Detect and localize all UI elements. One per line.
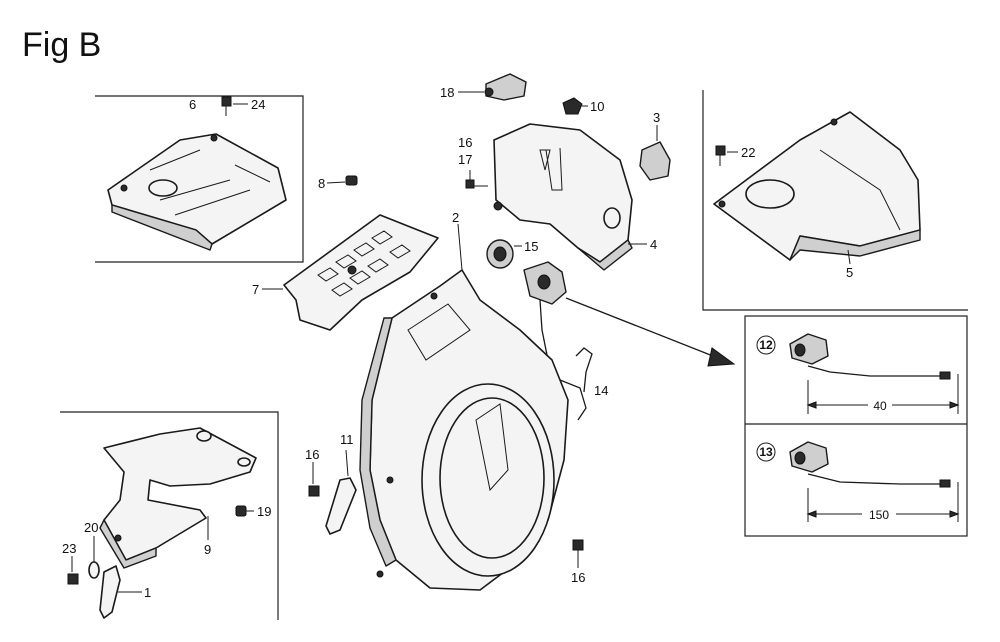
part-16-bolt-lower — [572, 539, 584, 568]
inset-13-number-circle — [756, 442, 776, 462]
callout-16-lower: 16 — [571, 570, 585, 585]
callout-3: 3 — [653, 110, 660, 125]
inset-13-dimension: 150 — [869, 508, 889, 522]
inset-12-dimension: 40 — [873, 399, 887, 413]
inset-12-number: 12 — [759, 338, 773, 352]
callout-14: 14 — [594, 383, 608, 398]
callout-5: 5 — [846, 265, 853, 280]
callout-19: 19 — [257, 504, 271, 519]
part-22-bolt — [715, 145, 738, 166]
inset-item-13: 13 150 — [756, 441, 960, 522]
part-10-nut — [562, 97, 588, 115]
callout-15: 15 — [524, 239, 538, 254]
callout-1: 1 — [144, 585, 151, 600]
part-1-clamp — [99, 565, 142, 619]
callout-7: 7 — [252, 282, 259, 297]
part-6-top-cover — [107, 133, 287, 251]
part-16-bolt-left — [308, 462, 320, 497]
callout-2: 2 — [452, 210, 459, 225]
inset-13-number: 13 — [759, 445, 773, 459]
part-15-grommet — [486, 239, 522, 269]
callout-11: 11 — [340, 432, 354, 447]
callout-10: 10 — [590, 99, 604, 114]
part-24-bolt — [221, 96, 248, 116]
pointer-arrow-to-inset — [565, 297, 736, 367]
part-switch-assembly — [523, 261, 593, 421]
part-5-cover — [713, 111, 921, 265]
part-16-17-bolts-upper — [465, 170, 488, 189]
part-3-bracket — [639, 125, 671, 181]
part-20-washer — [88, 536, 100, 579]
callout-17: 17 — [458, 152, 472, 167]
part-11-wire-clip — [325, 449, 357, 535]
part-23-bolt — [67, 556, 79, 585]
callout-24: 24 — [251, 97, 265, 112]
callout-16-upper: 16 — [458, 135, 472, 150]
callout-20: 20 — [84, 520, 98, 535]
panel-bottom-left-frame — [60, 411, 279, 620]
figure-title: Fig B — [22, 26, 101, 64]
panel-top-left-frame — [95, 95, 304, 263]
part-8-nut — [326, 175, 358, 186]
panel-top-right-frame — [702, 90, 968, 311]
callout-4: 4 — [650, 237, 657, 252]
callout-9: 9 — [204, 542, 211, 557]
inset-item-12: 12 40 — [756, 333, 960, 414]
part-2-fan-shroud — [359, 223, 569, 591]
part-19-nut — [235, 505, 254, 517]
callout-18: 18 — [440, 85, 454, 100]
part-4-shroud-cover — [493, 123, 647, 271]
callout-22: 22 — [741, 145, 755, 160]
callout-6: 6 — [189, 97, 196, 112]
part-18-clip — [458, 73, 527, 101]
inset-12-number-circle — [756, 335, 776, 355]
part-7-heat-shield-plate — [262, 214, 439, 331]
inset-frame — [744, 315, 968, 537]
callout-23: 23 — [62, 541, 76, 556]
callout-16-left: 16 — [305, 447, 319, 462]
callout-8: 8 — [318, 176, 325, 191]
part-9-bracket — [99, 427, 257, 569]
